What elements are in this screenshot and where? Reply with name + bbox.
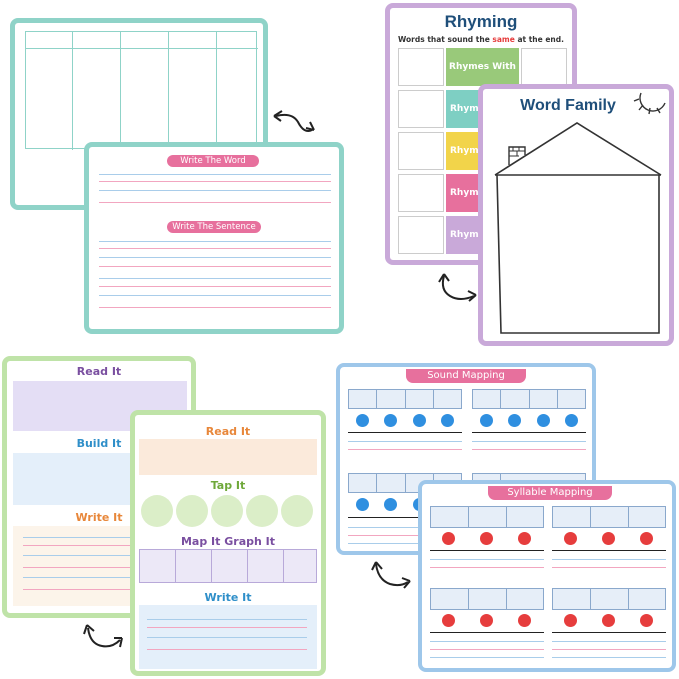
tap-it-title: Tap It [210,479,246,492]
syllable-dot [640,614,653,627]
syllable-dot [602,532,615,545]
map-it-title: Map It Graph It [180,535,275,548]
syllable-dot [518,614,531,627]
rhyming-title: Rhyming [444,12,518,31]
sound-dot [356,414,369,427]
write-it-title-front: Write It [204,591,252,604]
rhyming-subtitle: Words that sound the same at the end. [398,35,564,44]
syllable-dot [442,532,455,545]
flip-arrow-icon [438,273,477,302]
tap-circle [176,495,208,527]
sound-dot [508,414,521,427]
read-tap-map-whiteboard: Read It Tap It Map It Graph It Write It [130,410,326,676]
flip-arrow-icon [371,561,411,589]
syllable-dot [518,532,531,545]
sound-dot [565,414,578,427]
write-word-whiteboard: Write The Word Write The Sentence [84,142,344,334]
rhyme-row-1: Rhymes With [446,48,519,86]
sound-dot [356,498,369,511]
sound-dot [480,414,493,427]
build-it-title: Build It [76,437,122,450]
syllable-dot [602,614,615,627]
read-it-title: Read It [76,365,122,378]
write-it-title-back: Write It [75,511,123,524]
tap-circle [211,495,243,527]
sound-dot [441,414,454,427]
sound-mapping-title: Sound Mapping [406,369,526,383]
tap-circle [281,495,313,527]
word-family-title: Word Family [520,97,616,114]
sound-dot [384,498,397,511]
syllable-mapping-whiteboard: Syllable Mapping [418,480,676,672]
flip-arrow-icon [83,624,123,648]
house-outline [494,122,662,334]
syllable-dot [640,532,653,545]
sound-dot [413,414,426,427]
sound-dot [537,414,550,427]
grid-table [25,31,258,150]
write-sentence-label: Write The Sentence [167,221,261,233]
read-build-write-whiteboard: Read It Build It Write It [2,356,196,618]
syllable-dot [480,614,493,627]
sun-icon [633,92,666,115]
syllable-dot [442,614,455,627]
syllable-dot [480,532,493,545]
word-family-whiteboard: Word Family [478,84,674,346]
syllable-dot [564,614,577,627]
write-word-label: Write The Word [167,155,259,167]
syllable-mapping-title: Syllable Mapping [488,486,612,500]
sound-dot [384,414,397,427]
flip-arrow-icon [273,110,315,132]
read-it-title-front: Read It [205,425,251,438]
tap-circle [141,495,173,527]
tap-circle [246,495,278,527]
syllable-dot [564,532,577,545]
